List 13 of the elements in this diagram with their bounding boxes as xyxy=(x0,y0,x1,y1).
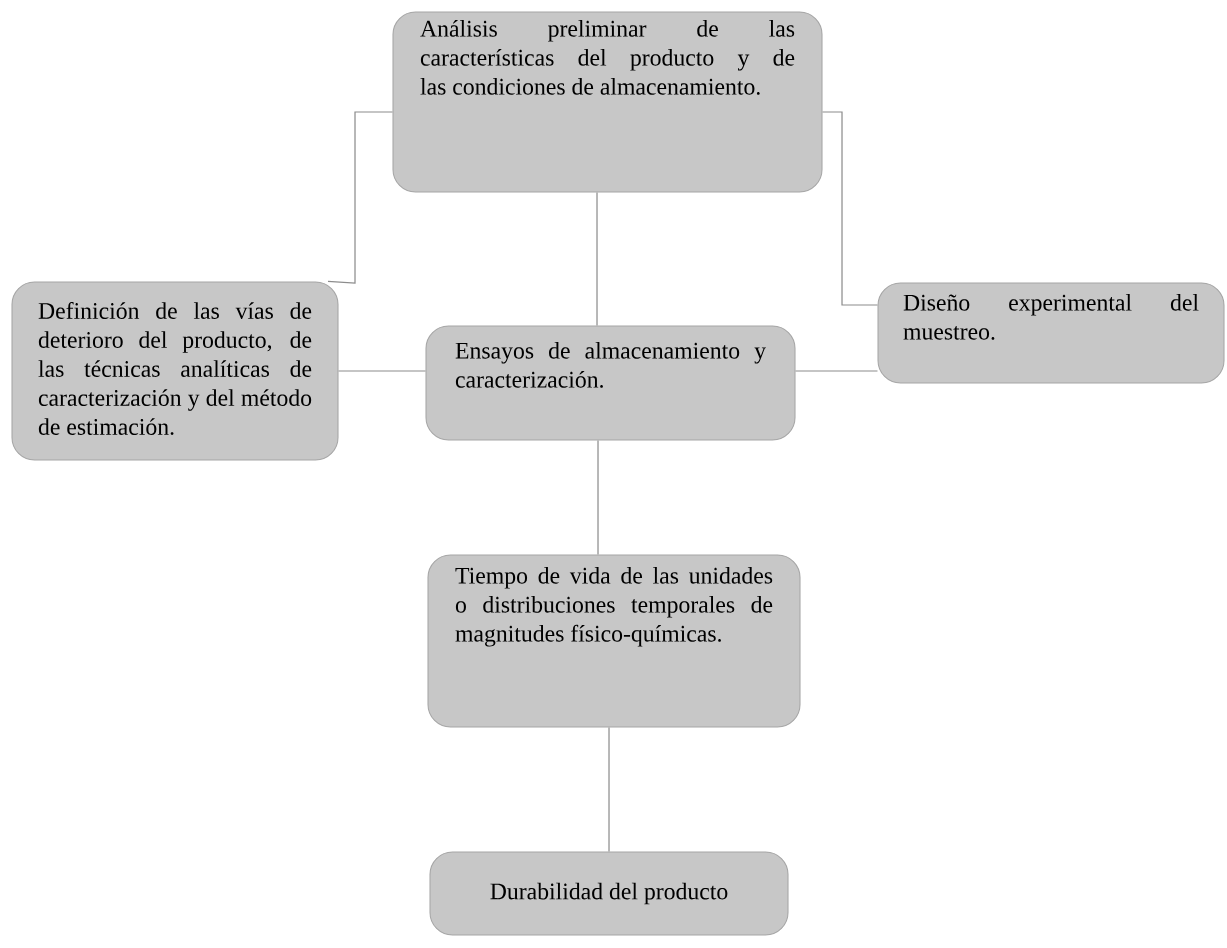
process-box: Diseño experimental del muestreo. xyxy=(877,282,1225,384)
connector-line xyxy=(597,439,599,556)
process-box: Análisis preliminar de las características del producto y de las condiciones de almacenamiento. xyxy=(392,11,823,193)
connector-line xyxy=(327,111,394,284)
connector-line xyxy=(608,726,610,853)
connector-line xyxy=(794,370,879,372)
process-box: Durabilidad del producto xyxy=(429,851,789,936)
process-box: Ensayos de almacenamiento y caracterización. xyxy=(425,325,796,441)
process-box: Definición de las vías de deterioro del producto, de las técnicas analíticas de caracterización y del método de estimación. xyxy=(11,281,339,461)
connector-line xyxy=(821,111,879,306)
connector-line xyxy=(596,191,598,327)
process-box: Tiempo de vida de las unidades o distribuciones temporales de magnitudes físico-químicas. xyxy=(427,554,801,728)
connector-line xyxy=(337,370,427,372)
